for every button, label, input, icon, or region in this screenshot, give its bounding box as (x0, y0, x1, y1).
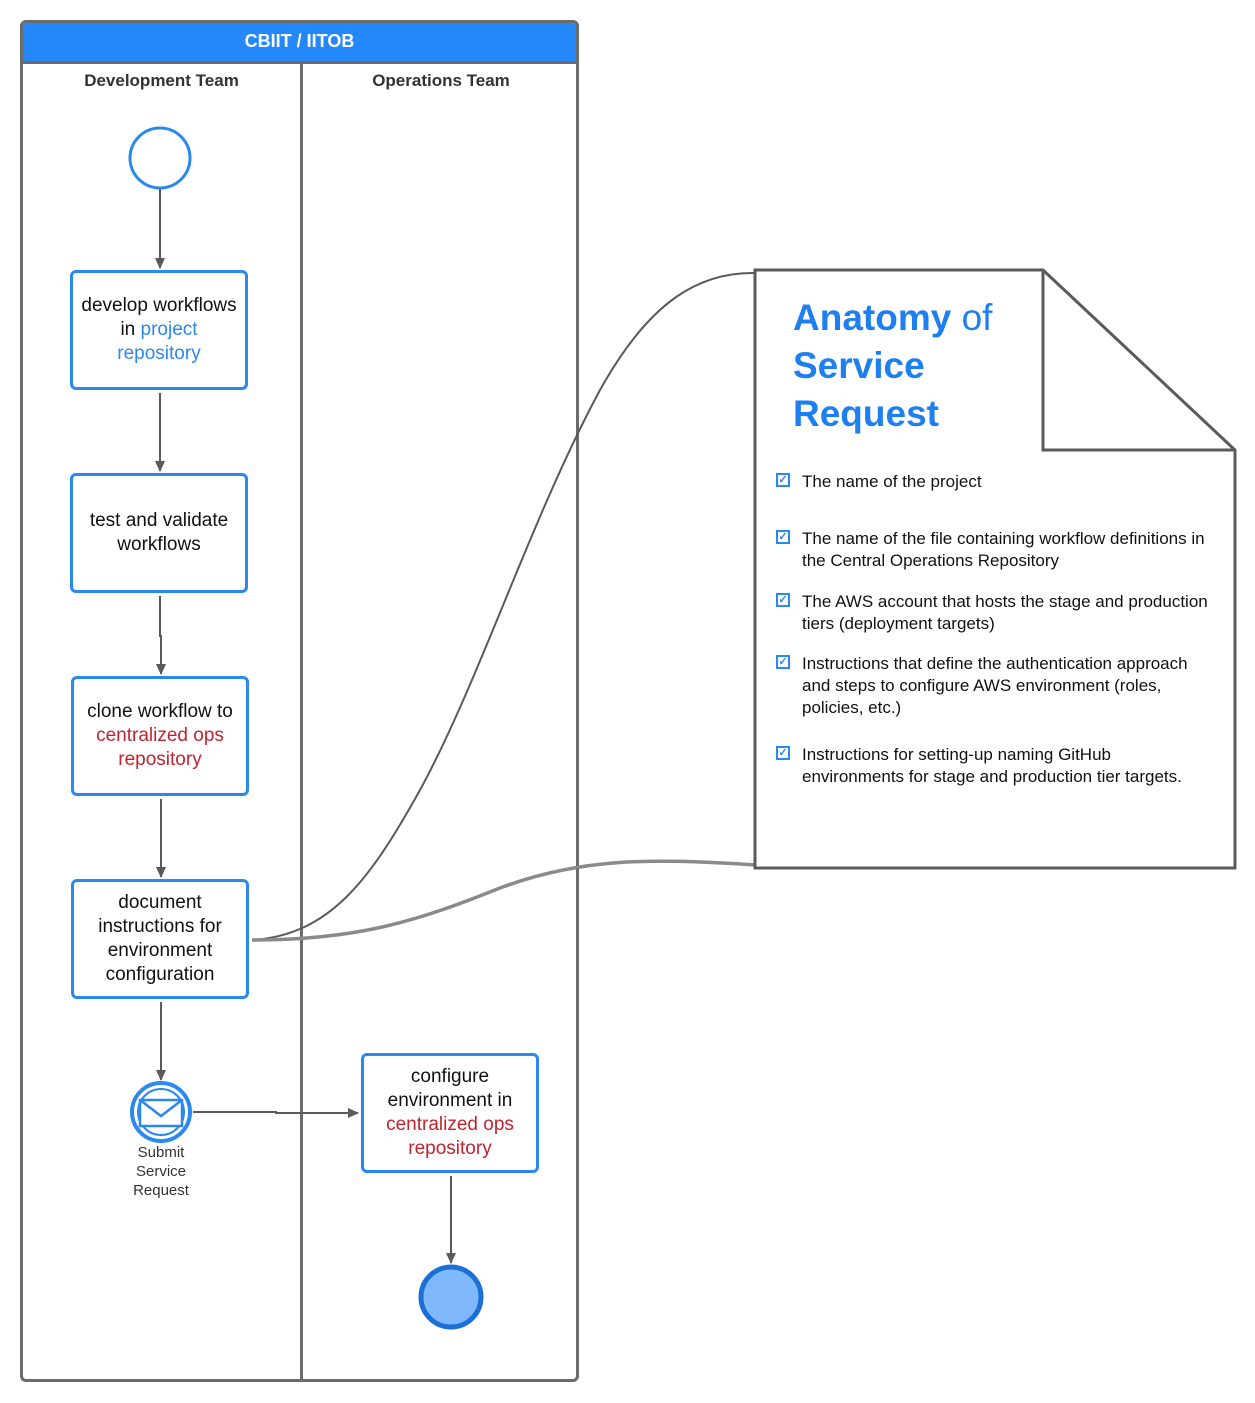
checkbox-checked-icon: ✓ (776, 655, 790, 669)
callout-line-bottom (251, 859, 756, 942)
task-document-text-3: environment (107, 940, 213, 961)
lane-divider (300, 61, 303, 1379)
start-event (128, 126, 192, 190)
end-event (418, 1264, 484, 1330)
lane-title-development: Development Team (84, 71, 239, 90)
configure-ops-repo-text: centralized ops (386, 1114, 514, 1135)
checklist-item-text: Instructions that define the authenticat… (802, 654, 1188, 717)
checklist-item-text: The name of the project (802, 472, 982, 491)
lane-title-operations: Operations Team (372, 71, 510, 90)
checklist-item-text: Instructions for setting-up naming GitHu… (802, 745, 1182, 786)
task-document-text: document (118, 892, 202, 913)
task-configure-text-2: environment in (387, 1090, 513, 1111)
centralized-ops-repo-text-2: repository (118, 749, 202, 770)
envelope-icon (138, 1098, 184, 1128)
task-document-text-2: instructions for (98, 916, 222, 937)
task-test-text: test and validate (89, 510, 229, 531)
project-repository-link[interactable]: project (140, 319, 198, 340)
annotation-title-of: of (961, 297, 993, 338)
task-test-text-2: workflows (117, 534, 201, 555)
task-configure-text: configure (410, 1066, 490, 1087)
checkbox-checked-icon: ✓ (776, 593, 790, 607)
submit-label-1: Submit (137, 1144, 185, 1161)
task-test-validate[interactable]: test and validate workflows (70, 473, 248, 593)
centralized-ops-repo-text: centralized ops (96, 725, 224, 746)
task-clone-text: clone workflow to (87, 701, 233, 722)
task-develop-text-in: in (120, 319, 136, 340)
task-develop-workflows[interactable]: develop workflows in project repository (70, 270, 248, 390)
checkbox-checked-icon: ✓ (776, 473, 790, 487)
callout-line-top (251, 271, 756, 941)
submit-event-inner-ring (137, 1088, 185, 1136)
configure-ops-repo-text-2: repository (408, 1138, 492, 1159)
checkbox-checked-icon: ✓ (776, 530, 790, 544)
submit-label-2: Service (135, 1163, 187, 1180)
checklist-item-text: The AWS account that hosts the stage and… (802, 592, 1208, 633)
checklist-item-text: The name of the file containing workflow… (802, 529, 1205, 570)
task-configure-environment[interactable]: configure environment in centralized ops… (361, 1053, 539, 1173)
message-flow-submit-to-configure (193, 1108, 359, 1118)
task-develop-text: develop workflows (81, 295, 237, 316)
document-folded-corner (1041, 270, 1235, 452)
task-clone-workflow[interactable]: clone workflow to centralized ops reposi… (71, 676, 249, 796)
submit-label-3: Request (133, 1182, 189, 1199)
project-repository-link-cont[interactable]: repository (117, 343, 201, 364)
annotation-title-request: Request (793, 393, 939, 434)
annotation-title-anatomy: Anatomy (793, 297, 952, 338)
submit-event-label: Submit Service Request (111, 1143, 211, 1200)
checkbox-checked-icon: ✓ (776, 746, 790, 760)
service-request-document (753, 268, 1237, 870)
flow-test-to-clone (156, 596, 166, 675)
pool-header: CBIIT / IITOB (23, 23, 576, 64)
annotation-title: Anatomy of Service Request (793, 294, 1033, 438)
task-document-instructions[interactable]: document instructions for environment co… (71, 879, 249, 999)
task-document-text-4: configuration (105, 964, 215, 985)
annotation-title-service: Service (793, 345, 925, 386)
